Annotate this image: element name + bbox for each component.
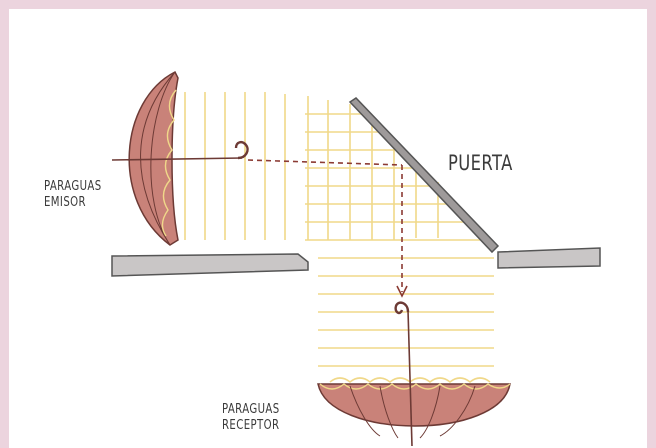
emitter-umbrella	[112, 72, 248, 245]
door-label: PUERTA	[448, 152, 513, 174]
receiver-waves	[318, 258, 494, 382]
receiver-label-line1: PARAGUAS	[222, 403, 280, 417]
emitter-label-line2: EMISOR	[44, 196, 86, 210]
receiver-label-line2: RECEPTOR	[222, 419, 279, 433]
left-wall	[112, 254, 308, 276]
right-wall	[498, 248, 600, 268]
emitter-label-line1: PARAGUAS	[44, 180, 102, 194]
receiver-umbrella	[318, 303, 510, 446]
wave-path	[248, 160, 402, 292]
